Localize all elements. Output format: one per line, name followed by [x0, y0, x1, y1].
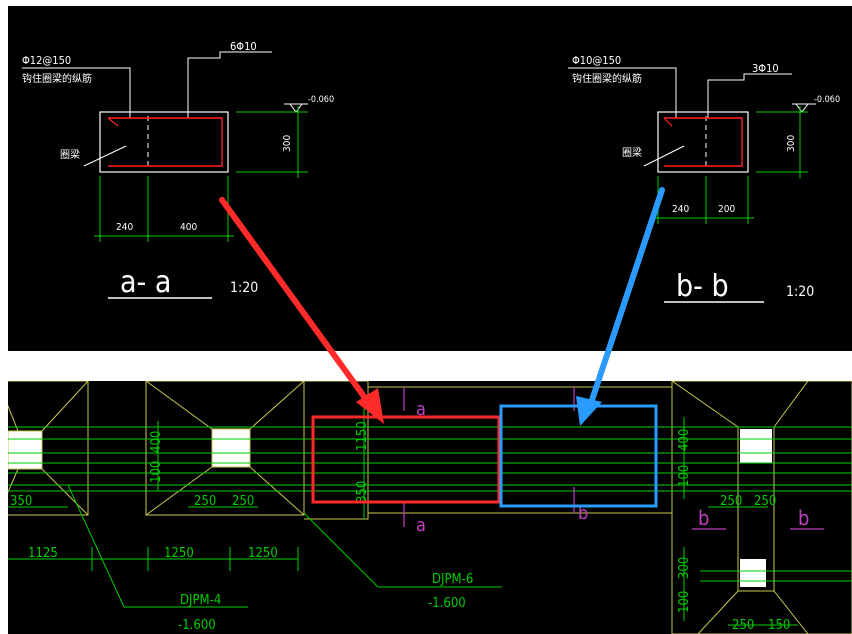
section-b-width-dim-1: 240 [672, 204, 689, 215]
section-details-panel: Φ12@150 钩住圈梁的纵筋 6Φ10 圈梁 -0.060 300 240 4… [8, 6, 852, 351]
highlight-box-section-a [311, 415, 501, 504]
column-djpm4 [211, 428, 251, 468]
section-b-long-rebar-label: 3Φ10 [752, 62, 779, 75]
section-b-scale: 1:20 [786, 284, 814, 300]
section-a-top-rebar-note: 钩住圈梁的纵筋 [22, 72, 92, 85]
column-right-bottom [740, 559, 766, 587]
foundation-right [671, 381, 852, 634]
section-a-detail: Φ12@150 钩住圈梁的纵筋 6Φ10 圈梁 -0.060 300 240 4… [22, 40, 334, 300]
section-b-elevation: -0.060 [814, 95, 840, 105]
dim-250-a: 250 [194, 494, 216, 509]
section-b-elevation-symbol [795, 103, 809, 113]
section-a-scale: 1:20 [230, 280, 258, 296]
section-a-elevation-symbol [289, 103, 303, 113]
section-mark-a-top: a [416, 399, 426, 420]
section-mark-b-bottom: b [578, 503, 588, 524]
dim-1250-a: 1250 [164, 546, 194, 561]
beam-lines [8, 426, 852, 582]
section-b-beam-outline [657, 111, 749, 173]
arrow-blue-shaft [589, 187, 665, 403]
section-b-detail: Φ10@150 钩住圈梁的纵筋 3Φ10 圈梁 -0.060 300 240 2… [568, 54, 840, 304]
section-b-long-rebar-leader [707, 73, 792, 118]
section-a-top-rebar-leader [22, 67, 131, 118]
dim-150: 150 [768, 618, 790, 633]
label-djpm4-elevation: -1.600 [178, 618, 216, 633]
dim-300: 300 [677, 557, 692, 579]
section-b-title: b- b [676, 269, 729, 304]
label-djpm4: DJPM-4 [180, 593, 221, 608]
section-a-long-rebar-label: 6Φ10 [230, 40, 257, 53]
section-b-beam-label: 圈梁 [622, 146, 642, 159]
dim-1150: 1150 [355, 421, 370, 451]
section-b-height-dim: 300 [786, 135, 797, 152]
dim-250-d: 250 [754, 494, 776, 509]
section-b-stirrup [664, 117, 743, 167]
dim-350-left: 350 [10, 494, 32, 509]
dimension-lines [8, 401, 798, 626]
section-a-elevation: -0.060 [308, 95, 334, 105]
section-a-stirrup [108, 117, 223, 167]
section-b-beam-label-leader [643, 145, 685, 167]
dim-400-b: 400 [677, 429, 692, 451]
section-details-drawing: Φ12@150 钩住圈梁的纵筋 6Φ10 圈梁 -0.060 300 240 4… [22, 40, 840, 304]
section-b-hook [663, 117, 673, 127]
label-djpm6-elevation: -1.600 [428, 596, 466, 611]
dim-100-c: 100 [677, 591, 692, 613]
highlight-box-section-b [499, 404, 658, 508]
arrow-red-head [356, 388, 384, 424]
section-mark-b-right-1: b [698, 506, 709, 530]
section-a-long-rebar-leader [187, 51, 272, 118]
section-a-width-dim-2: 400 [180, 222, 197, 233]
section-a-beam-outline [99, 111, 229, 173]
foundation-plan-drawing: a a b b b b 100 400 350 250 250 1125 125… [8, 381, 852, 634]
dim-400-a: 400 [149, 431, 164, 453]
dim-250-c: 250 [720, 494, 742, 509]
section-a-title: a- a [120, 265, 171, 300]
column-right-top [740, 429, 772, 463]
section-b-top-rebar-note: 钩住圈梁的纵筋 [572, 72, 642, 85]
section-b-top-rebar-label: Φ10@150 [572, 54, 621, 67]
dim-250-e: 250 [732, 618, 754, 633]
foundation-djpm4 [145, 381, 305, 516]
dim-100-a: 100 [149, 461, 164, 483]
dim-250-b: 250 [232, 494, 254, 509]
section-b-top-rebar-leader [568, 67, 677, 118]
section-mark-b-right-2: b [798, 506, 809, 530]
section-a-top-rebar-label: Φ12@150 [22, 54, 71, 67]
section-a-beam-label-leader [83, 145, 127, 167]
section-mark-a-bottom: a [416, 515, 426, 536]
label-djpm6: DJPM-6 [432, 572, 473, 587]
dim-100-b: 100 [677, 465, 692, 487]
section-a-height-dim: 300 [282, 135, 293, 152]
section-a-width-dim-1: 240 [116, 222, 133, 233]
foundation-plan-panel: a a b b b b 100 400 350 250 250 1125 125… [8, 381, 852, 634]
section-a-beam-label: 圈梁 [60, 148, 80, 161]
dim-1125: 1125 [28, 546, 58, 561]
section-a-hook [107, 117, 119, 127]
dim-1250-b: 1250 [248, 546, 278, 561]
arrow-red-shaft [219, 197, 371, 405]
section-b-width-dim-2: 200 [718, 204, 735, 215]
dim-350-mid: 350 [355, 481, 370, 503]
arrow-blue-head [576, 396, 602, 426]
